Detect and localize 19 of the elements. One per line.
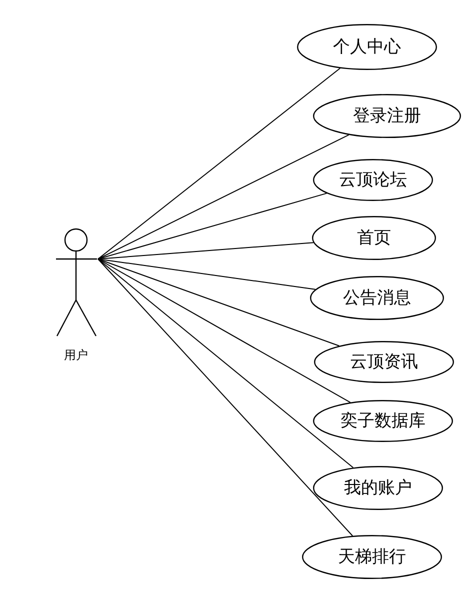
association-line (98, 258, 354, 536)
use-case-label: 个人中心 (332, 36, 402, 58)
use-case-label: 登录注册 (352, 106, 422, 126)
association-line (98, 258, 351, 403)
use-case-label: 我的账户 (343, 478, 413, 498)
use-case-label: 云顶资讯 (349, 352, 419, 372)
association-line (98, 134, 350, 260)
association-line (98, 192, 328, 260)
association-line (98, 242, 314, 260)
use-case-label: 公告消息 (342, 288, 412, 308)
association-line (98, 258, 316, 290)
use-case-label: 天梯排行 (337, 546, 407, 568)
use-case-label: 首页 (356, 228, 392, 248)
association-line (98, 68, 341, 260)
association-line (98, 258, 354, 468)
use-case-label: 云顶论坛 (338, 170, 408, 190)
use-case-label: 奕子数据库 (340, 410, 426, 432)
actor-label: 用户 (63, 348, 89, 362)
association-line (98, 258, 340, 346)
